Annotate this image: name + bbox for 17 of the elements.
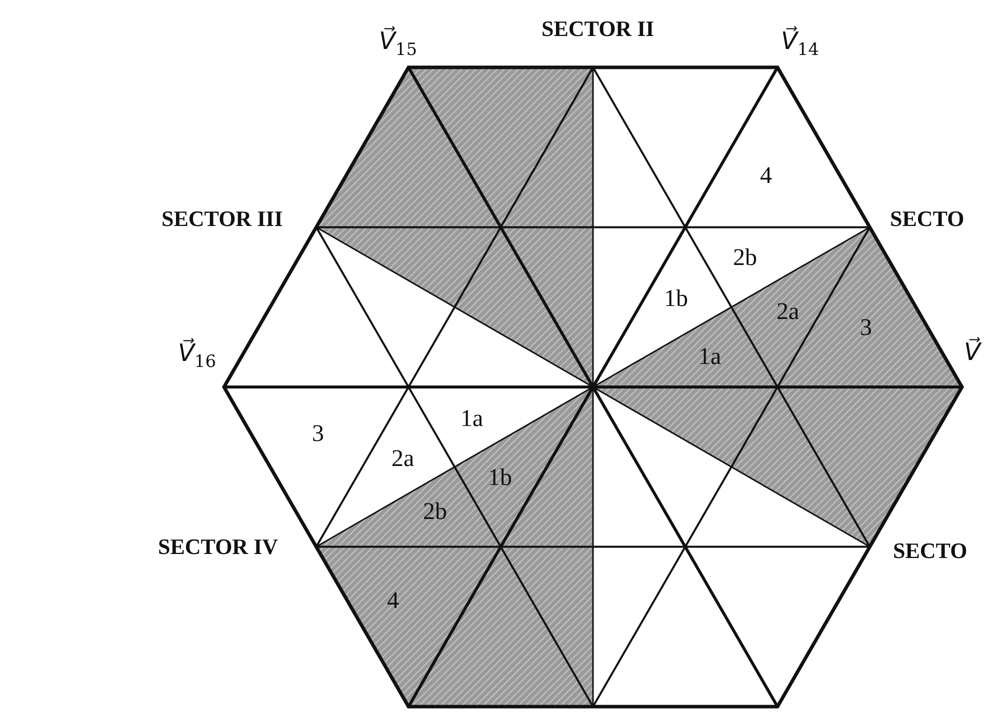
region-label: 2a	[776, 300, 800, 324]
region-label: 1a	[460, 407, 484, 431]
sector-label: SECTOR III	[162, 208, 283, 230]
sector-label: SECTO	[893, 540, 968, 562]
sector-label: SECTO	[890, 208, 964, 230]
sector-label: SECTOR IV	[158, 536, 278, 558]
region-label: 2b	[733, 246, 757, 270]
sector-label: SECTOR II	[542, 18, 654, 40]
region-label: 1b	[488, 466, 512, 490]
region-label: 1b	[664, 287, 688, 311]
region-label: 2a	[392, 447, 414, 471]
region-label: 3	[312, 422, 324, 446]
region-label: 4	[760, 164, 772, 188]
region-label: 1a	[698, 345, 722, 369]
region-label: 4	[387, 589, 399, 613]
region-label: 2b	[423, 500, 447, 524]
region-label: 3	[860, 316, 872, 340]
